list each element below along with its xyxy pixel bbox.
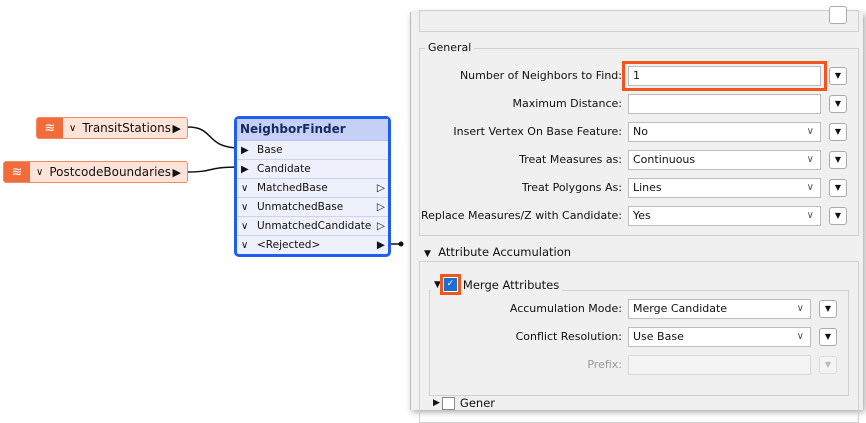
select-value: Yes [633,209,651,222]
merge-attributes-group [429,290,849,396]
chevron-down-icon: ∨ [796,303,804,314]
input-port-candidate[interactable]: ▶ Candidate [237,160,388,179]
parameter-menu-button[interactable]: ▼ [829,207,847,225]
parameter-menu-button[interactable]: ▼ [819,328,837,346]
chevron-down-icon: ∨ [806,154,814,165]
conflict-resolution-select[interactable]: Use Base ∨ [628,327,811,347]
number-of-neighbors-input[interactable]: 1 [628,66,821,86]
reader-postcode-boundaries[interactable]: ≋ ∨ PostcodeBoundaries ▶ [3,161,188,183]
attribute-accumulation-title[interactable]: ▼ Attribute Accumulation [421,245,575,259]
input-port-base[interactable]: ▶ Base [237,141,388,160]
expand-triangle-icon[interactable]: ▶ [433,398,440,408]
reader-label: TransitStations [82,121,171,135]
reader-transit-stations[interactable]: ≋ ∨ TransitStations ▶ [36,117,188,139]
chevron-down-icon[interactable]: ∨ [36,166,44,178]
port-label: UnmatchedBase [257,201,344,213]
port-label: Base [257,144,283,156]
output-port-matchedbase[interactable]: ∨ MatchedBase ▷ [237,179,388,198]
previous-group [419,10,859,32]
output-arrow-icon[interactable]: ▷ [376,201,385,213]
label-treat-measures: Treat Measures as: [519,153,622,166]
chevron-down-icon: ∨ [806,182,814,193]
parameter-menu-button[interactable]: ▼ [829,179,847,197]
chevron-down-icon[interactable]: ∨ [241,182,249,194]
parameter-menu-button[interactable]: ▼ [829,95,847,113]
chevron-down-icon: ∨ [806,210,814,221]
select-value: Lines [633,181,662,194]
output-arrow-icon[interactable]: ▷ [376,182,385,194]
merge-attributes-label: Merge Attributes [462,277,560,292]
transformer-neighborfinder[interactable]: NeighborFinder ▶ Base ▶ Candidate ∨ Matched… [234,116,391,257]
insert-vertex-select[interactable]: No ∨ [628,122,821,142]
chevron-down-icon[interactable]: ∨ [241,201,249,213]
parameters-dialog: General Number of Neighbors to Find: 1 ▼… [410,6,863,423]
label-conflict-resolution: Conflict Resolution: [515,330,622,343]
parameter-menu-button[interactable]: ▼ [819,300,837,318]
maximum-distance-input[interactable] [628,94,821,114]
output-port-icon[interactable]: ▶ [172,121,181,135]
connection-base [187,126,241,149]
label-number-of-neighbors: Number of Neighbors to Find: [459,69,622,82]
general-group [419,48,859,236]
port-label: UnmatchedCandidate [257,220,372,232]
input-arrow-icon: ▶ [241,163,249,175]
chevron-down-icon[interactable]: ∨ [241,239,249,251]
chevron-down-icon: ∨ [796,331,804,342]
highlight-box [622,61,827,91]
checkmark-icon: ✓ [442,277,458,292]
chevron-down-icon: ∨ [806,126,814,137]
chevron-down-icon[interactable]: ∨ [69,122,77,134]
treat-polygons-select[interactable]: Lines ∨ [628,178,821,198]
port-label: <Rejected> [257,239,321,251]
output-port-unmatchedbase[interactable]: ∨ UnmatchedBase ▷ [237,198,388,217]
output-arrow-icon[interactable]: ▷ [376,220,385,232]
accumulation-mode-select[interactable]: Merge Candidate ∨ [628,299,811,319]
output-arrow-icon[interactable]: ▶ [376,239,385,251]
checkbox[interactable] [441,396,455,410]
label-treat-polygons: Treat Polygons As: [521,181,622,194]
group-title-text: Gener [459,396,496,410]
label-accumulation-mode: Accumulation Mode: [509,302,622,315]
port-label: MatchedBase [257,182,328,194]
transformer-title: NeighborFinder [237,119,388,141]
select-value: Continuous [633,153,696,166]
general-group-title: General [425,41,475,54]
expand-triangle-icon[interactable]: ▼ [424,249,431,259]
label-insert-vertex: Insert Vertex On Base Feature: [453,125,622,138]
merge-attributes-title: ▼ ✓ Merge Attributes [431,274,563,295]
connection-end-dot [398,241,404,247]
parameter-menu-button: ▼ [819,356,837,374]
input-arrow-icon: ▶ [241,144,249,156]
treat-measures-select[interactable]: Continuous ∨ [628,150,821,170]
group-title-text: Attribute Accumulation [438,245,572,259]
select-value: Merge Candidate [633,302,728,315]
parameter-menu-button[interactable]: ▼ [829,151,847,169]
replace-measures-select[interactable]: Yes ∨ [628,206,821,226]
label-replace-measures: Replace Measures/Z with Candidate: [420,209,622,222]
chevron-down-icon[interactable]: ∨ [241,220,249,232]
parameter-menu-button[interactable]: ▼ [829,67,847,85]
output-port-unmatchedcandidate[interactable]: ∨ UnmatchedCandidate ▷ [237,217,388,236]
output-port-icon[interactable]: ▶ [172,165,181,179]
merge-attributes-checkbox[interactable]: ✓ [439,274,461,295]
select-value: No [633,125,648,138]
layers-icon: ≋ [37,118,63,138]
reader-label: PostcodeBoundaries [49,165,172,179]
label-maximum-distance: Maximum Distance: [512,97,622,110]
connection-candidate [187,166,241,173]
layers-icon: ≋ [4,162,30,182]
expand-triangle-icon[interactable]: ▼ [434,279,441,290]
menu-button[interactable] [829,6,847,24]
next-group-header[interactable]: ▶ Gener [433,396,495,410]
output-port-rejected[interactable]: ∨ <Rejected> ▶ [237,236,388,254]
prefix-input [628,355,811,375]
port-label: Candidate [257,163,311,175]
label-prefix: Prefix: [587,358,622,371]
parameter-menu-button[interactable]: ▼ [829,123,847,141]
select-value: Use Base [633,330,684,343]
